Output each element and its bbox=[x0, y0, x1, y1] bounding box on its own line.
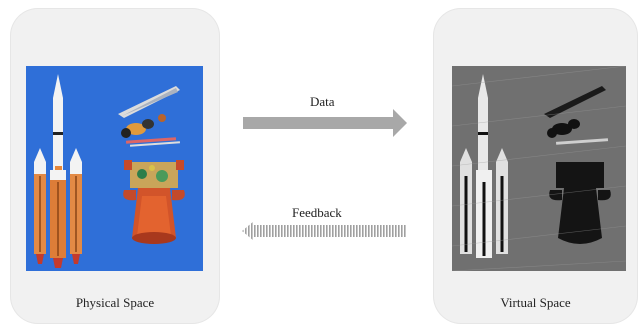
feedback-arrow bbox=[242, 221, 407, 241]
virtual-space-caption: Virtual Space bbox=[500, 295, 571, 310]
virtual-rocket-sketch bbox=[452, 66, 626, 271]
data-label: Data bbox=[310, 94, 335, 109]
physical-space-panel: Physical Space bbox=[10, 8, 220, 324]
physical-rocket-image bbox=[26, 66, 203, 271]
feedback-label: Feedback bbox=[292, 205, 342, 220]
data-arrow bbox=[243, 109, 407, 137]
physical-space-caption: Physical Space bbox=[75, 295, 155, 310]
virtual-space-panel: Virtual Space bbox=[433, 8, 638, 324]
